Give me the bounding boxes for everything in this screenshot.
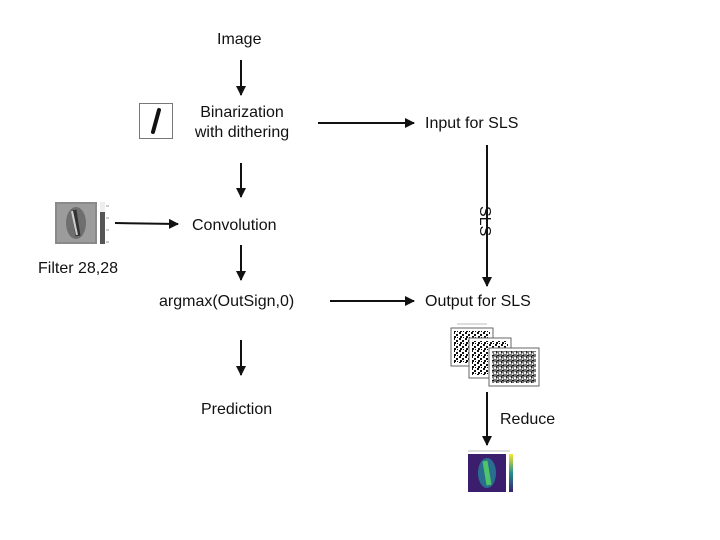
- filter-caption: Filter 28,28: [38, 260, 119, 277]
- filter-thumbnail: [52, 198, 112, 248]
- node-argmax: argmax(OutSign,0): [159, 293, 295, 310]
- sls-output-stack-thumbnail: [450, 323, 540, 387]
- binarized-digit-thumbnail: [139, 103, 173, 139]
- arrow-filter-to-convolution: [114, 218, 179, 229]
- node-binarization: Binarization with dithering: [180, 103, 304, 143]
- node-input-sls: Input for SLS: [425, 115, 519, 132]
- node-convolution: Convolution: [192, 217, 277, 234]
- edge-label-sls: SLS: [476, 206, 493, 237]
- node-output-sls: Output for SLS: [425, 293, 531, 310]
- node-prediction: Prediction: [201, 401, 273, 418]
- node-image: Image: [217, 31, 262, 48]
- node-binarization-line2: with dithering: [194, 124, 290, 141]
- edge-label-reduce: Reduce: [500, 411, 556, 428]
- node-binarization-line1: Binarization: [200, 104, 284, 121]
- reduced-heatmap-thumbnail: [468, 450, 513, 492]
